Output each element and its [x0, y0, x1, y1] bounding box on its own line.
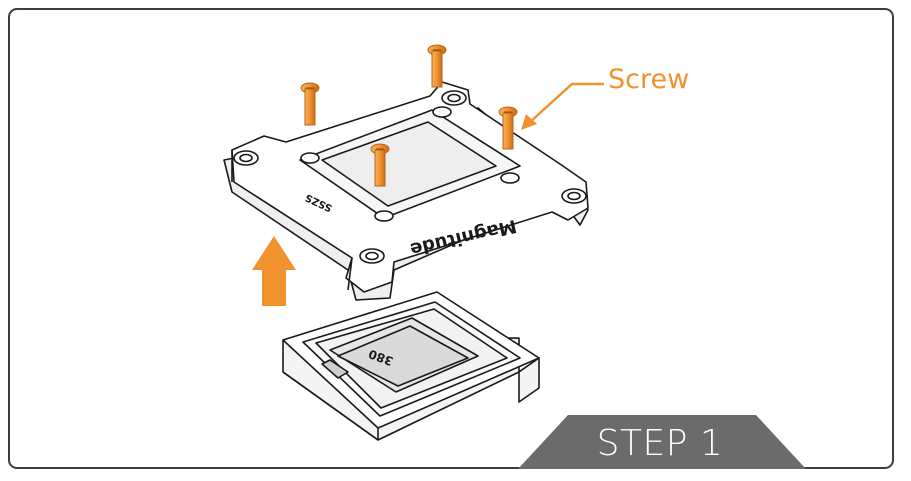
step-label: STEP 1 — [596, 423, 724, 464]
screw-callout-line — [529, 82, 604, 123]
mounting-plate: Magnitude SSZS — [223, 81, 589, 301]
screw-callout-label: Screw — [608, 64, 690, 95]
screw-4 — [370, 143, 390, 187]
up-arrow-icon — [252, 236, 296, 306]
screw-2 — [427, 44, 447, 88]
screw-3 — [498, 106, 518, 150]
cpu-socket-block: 380 — [282, 291, 540, 441]
screw-1 — [300, 82, 320, 126]
step-banner — [518, 415, 806, 469]
screw-callout-arrowhead — [521, 114, 537, 130]
